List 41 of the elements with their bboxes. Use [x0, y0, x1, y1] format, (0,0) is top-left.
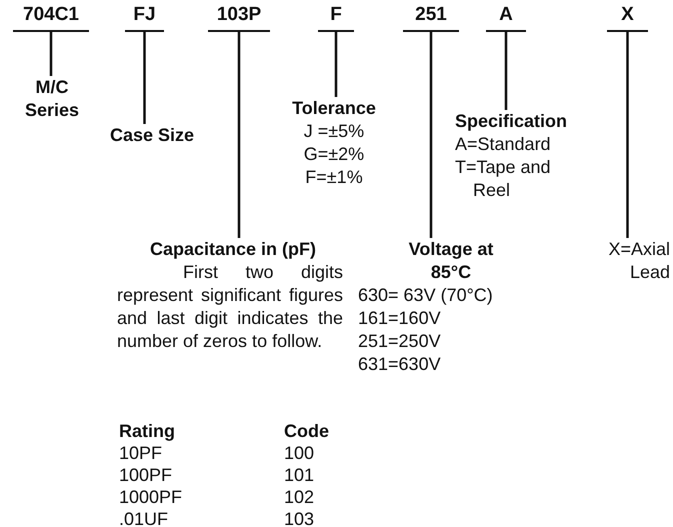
- table-cell-text: 102: [284, 486, 316, 508]
- leader-line: [626, 32, 629, 238]
- heading: Tolerance: [291, 97, 377, 120]
- table-cell-text: 101: [284, 464, 316, 486]
- table-cell-text: 103: [284, 508, 316, 527]
- description-text: G=±2%: [302, 143, 366, 166]
- description-text: 161=160V: [358, 307, 442, 330]
- description-text: 251=250V: [358, 330, 442, 353]
- table-header: Code: [284, 420, 330, 442]
- part-code: FJ: [125, 4, 164, 32]
- table-cell-text: 100: [284, 442, 316, 464]
- description-text: 631=630V: [358, 353, 442, 376]
- leader-line: [50, 32, 52, 76]
- heading: M/C Series: [24, 76, 80, 122]
- description-text: X=Axial Lead: [607, 238, 670, 284]
- heading: Voltage at 85°C: [408, 238, 494, 284]
- table-cell-text: .01UF: [119, 508, 170, 527]
- part-code: A: [486, 4, 526, 32]
- description-text: A=Standard: [455, 133, 552, 156]
- table-header: Rating: [119, 420, 176, 442]
- part-code: X: [607, 4, 648, 32]
- part-code: 103P: [208, 4, 270, 32]
- description-text: 630= 63V (70°C): [358, 284, 494, 307]
- leader-line: [504, 32, 508, 110]
- description-text: First two digits represent significant figures and last digit indicates the number of zeros to follow.: [117, 261, 343, 353]
- table-cell-text: 1000PF: [119, 486, 184, 508]
- heading: Capacitance in (pF): [148, 238, 318, 261]
- leader-line: [238, 32, 240, 238]
- description-text: T=Tape and Reel: [455, 156, 552, 202]
- leader-line: [334, 32, 338, 97]
- heading: Specification: [455, 110, 568, 133]
- heading: Case Size: [108, 124, 196, 147]
- description-text: F=±1%: [304, 166, 364, 189]
- table-cell-text: 10PF: [119, 442, 164, 464]
- part-code: 704C1: [13, 4, 89, 32]
- description-text: J =±5%: [302, 120, 366, 143]
- leader-line: [143, 32, 146, 124]
- leader-line: [430, 32, 432, 238]
- part-code: 251: [403, 4, 459, 32]
- part-code: F: [318, 4, 354, 32]
- table-cell-text: 100PF: [119, 464, 174, 486]
